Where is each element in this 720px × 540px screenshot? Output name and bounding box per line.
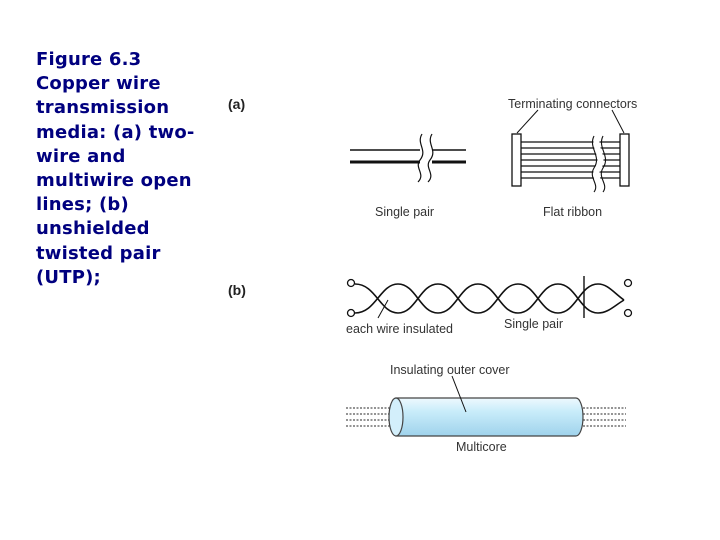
- flat-ribbon-cable: [511, 109, 630, 194]
- caption-line: wire and: [36, 145, 126, 167]
- outer-cover-pointer: [451, 375, 467, 413]
- caption-line: multiwire open: [36, 170, 192, 192]
- figure-caption: Figure 6.3 Copper wire transmission medi…: [36, 48, 216, 290]
- caption-line: media: (a) two-: [36, 121, 195, 143]
- part-b-label: (b): [228, 282, 246, 298]
- single-pair-label: Single pair: [375, 205, 434, 219]
- twisted-pair: [354, 276, 625, 318]
- insulated-pointer: [377, 299, 389, 319]
- single-pair-open-line: [350, 133, 466, 183]
- caption-line: Figure 6.3: [36, 49, 142, 70]
- single-pair-b-label: Single pair: [504, 317, 563, 331]
- flat-ribbon-label: Flat ribbon: [543, 205, 602, 219]
- caption-line: Copper wire: [36, 73, 161, 95]
- multicore-label: Multicore: [456, 440, 507, 454]
- part-a-label: (a): [228, 96, 245, 112]
- caption-line: twisted pair: [36, 242, 161, 264]
- insulating-outer-cover-label: Insulating outer cover: [390, 363, 510, 377]
- each-wire-insulated-label: each wire insulated: [346, 322, 453, 336]
- caption-line: transmission: [36, 97, 170, 119]
- caption-line: unshielded: [36, 218, 150, 240]
- terminating-connectors-label: Terminating connectors: [508, 97, 637, 111]
- terminal-circles: [346, 278, 633, 318]
- multicore-wires: [346, 407, 626, 427]
- multicore-cable: [388, 397, 584, 437]
- caption-line: (UTP);: [36, 266, 101, 288]
- caption-line: lines; (b): [36, 194, 129, 216]
